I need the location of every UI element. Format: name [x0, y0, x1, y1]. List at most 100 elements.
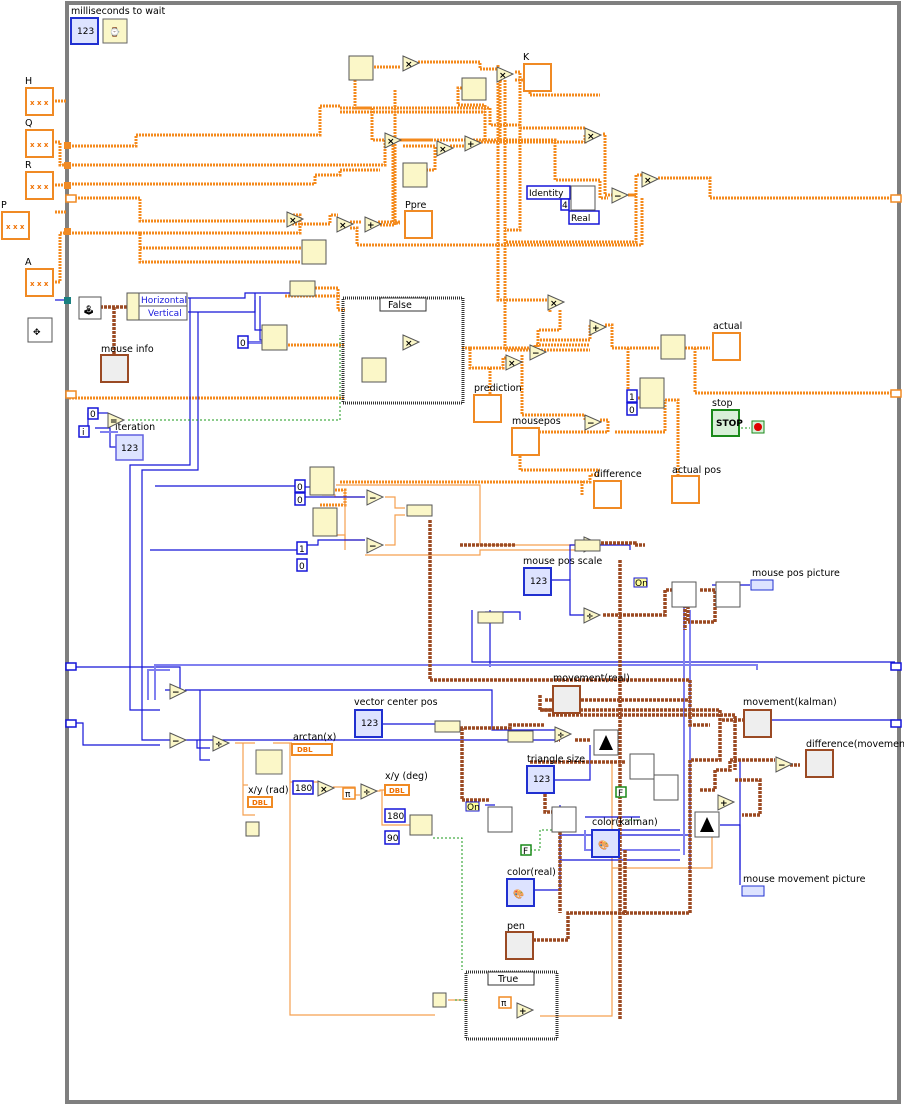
div-operator[interactable]: ÷: [360, 783, 379, 800]
wait-ms-function[interactable]: ⌚: [102, 18, 128, 44]
svg-text:+: +: [467, 140, 475, 150]
palette-icon: 🎨: [598, 839, 609, 851]
sub-operator[interactable]: −: [169, 732, 188, 749]
mul-operator[interactable]: ×: [547, 294, 566, 311]
color-kalman-control[interactable]: 🎨: [591, 829, 620, 858]
div-operator[interactable]: ÷: [212, 735, 231, 752]
loop-condition-terminal[interactable]: [751, 420, 765, 434]
case-selector-true[interactable]: True: [497, 974, 518, 985]
xy-rad-label: x/y (rad): [248, 785, 289, 796]
index-array-node[interactable]: [309, 466, 335, 496]
sub-operator[interactable]: −: [169, 683, 188, 700]
while-loop[interactable]: [65, 1, 901, 1104]
index-array-node[interactable]: [312, 507, 338, 537]
svg-text:123: 123: [533, 775, 550, 785]
svg-text:180: 180: [387, 812, 404, 822]
H-control[interactable]: x x x: [25, 87, 54, 116]
ms-wait-control[interactable]: 123: [70, 17, 99, 45]
transpose-matrix-node[interactable]: [660, 334, 686, 360]
add-operator[interactable]: +: [464, 135, 483, 152]
Q-control[interactable]: x x x: [25, 129, 54, 158]
add-operator[interactable]: +: [364, 216, 383, 233]
svg-text:On: On: [635, 579, 648, 589]
create-special-matrix[interactable]: [570, 185, 596, 211]
identity-type-ring[interactable]: Real: [568, 210, 600, 225]
mul-operator[interactable]: ×: [336, 216, 355, 233]
sub-operator[interactable]: −: [366, 537, 385, 554]
difference-label: difference: [594, 469, 642, 480]
add-operator[interactable]: +: [717, 794, 736, 811]
K-indicator: [523, 63, 552, 92]
transpose-matrix-node[interactable]: [301, 239, 327, 265]
sub-operator[interactable]: −: [529, 344, 548, 361]
mouse-device-refnum[interactable]: ✥: [27, 317, 53, 343]
mul-operator[interactable]: ×: [584, 127, 603, 144]
build-matrix-node[interactable]: [261, 324, 288, 351]
select-function-node[interactable]: [409, 814, 433, 836]
draw-picture-vi-node[interactable]: [671, 581, 697, 608]
transpose-matrix-node[interactable]: [348, 55, 374, 81]
pen-control[interactable]: [505, 931, 534, 960]
bundle-node[interactable]: [434, 720, 461, 733]
build-matrix-node[interactable]: [639, 377, 665, 409]
mul-operator[interactable]: ×: [496, 66, 515, 83]
inverse-matrix-node[interactable]: [461, 77, 487, 101]
mul-operator[interactable]: ×: [436, 140, 455, 157]
sub-operator[interactable]: −: [611, 187, 630, 204]
sub-operator[interactable]: −: [366, 489, 385, 506]
vector-center-pos-label: vector center pos: [354, 697, 438, 708]
mul-operator[interactable]: ×: [402, 55, 421, 72]
bundle-node[interactable]: [507, 730, 534, 743]
function-nodes: [245, 55, 741, 1008]
vector-center-pos-control[interactable]: 123: [354, 709, 383, 738]
mouse-pos-scale-control[interactable]: 123: [523, 567, 552, 596]
acquire-input-data-vi[interactable]: 🕹: [78, 296, 102, 320]
mul-operator[interactable]: ×: [641, 171, 660, 188]
add-operator[interactable]: +: [589, 319, 608, 336]
shift-register-right-2: [890, 389, 902, 398]
sub-operator[interactable]: −: [584, 414, 603, 431]
mul-operator[interactable]: ×: [286, 211, 305, 228]
bundle-node[interactable]: [477, 611, 504, 624]
const-one-b: 1: [626, 389, 638, 403]
mul-operator[interactable]: ×: [505, 354, 524, 371]
eq-operator[interactable]: =: [107, 412, 126, 429]
svg-text:DBL: DBL: [297, 746, 313, 754]
bundle-node[interactable]: [574, 539, 601, 552]
move-pen-vi-node[interactable]: [629, 753, 655, 780]
svg-text:−: −: [778, 761, 786, 771]
mul-operator[interactable]: ×: [317, 780, 336, 797]
move-pen-vi-node[interactable]: [487, 806, 513, 833]
less-than-zero-node[interactable]: [245, 821, 260, 837]
draw-line-vi-node[interactable]: [551, 806, 577, 833]
transpose-matrix-node[interactable]: [402, 162, 428, 188]
sub-operator[interactable]: −: [775, 756, 794, 773]
case-structure-true[interactable]: True: [464, 970, 559, 1041]
triangle-size-control[interactable]: 123: [526, 765, 555, 794]
less-than-zero-node[interactable]: [432, 992, 447, 1008]
transpose-matrix-node[interactable]: [361, 357, 387, 383]
mul-operator[interactable]: ×: [402, 334, 421, 351]
unbundle-by-name[interactable]: Horizontal Vertical: [126, 292, 188, 321]
arctan-function[interactable]: [255, 749, 283, 775]
R-control[interactable]: x x x: [25, 171, 54, 200]
identity-ring[interactable]: Identity: [526, 185, 571, 200]
movement-real-label: movement(real): [553, 673, 630, 684]
case-structure-false[interactable]: False: [341, 296, 465, 405]
draw-line-vi-node[interactable]: [653, 774, 679, 801]
shift-register-right-4: [890, 719, 902, 728]
div-operator[interactable]: ÷: [554, 726, 573, 743]
add-operator[interactable]: +: [516, 1002, 535, 1019]
svg-text:÷: ÷: [586, 612, 594, 622]
case-selector-false[interactable]: False: [388, 300, 412, 311]
P-control[interactable]: x x x: [1, 211, 30, 240]
mul-operator[interactable]: ×: [384, 132, 403, 149]
build-matrix-node[interactable]: [289, 280, 316, 297]
color-real-control[interactable]: 🎨: [506, 878, 535, 907]
div-operator[interactable]: ÷: [583, 607, 602, 624]
bundle-node[interactable]: [406, 504, 433, 517]
unbundle-horizontal: Horizontal: [141, 296, 187, 306]
draw-picture-vi-node[interactable]: [715, 581, 741, 608]
stop-button-terminal[interactable]: STOP: [711, 409, 743, 437]
A-control[interactable]: x x x: [25, 268, 54, 297]
